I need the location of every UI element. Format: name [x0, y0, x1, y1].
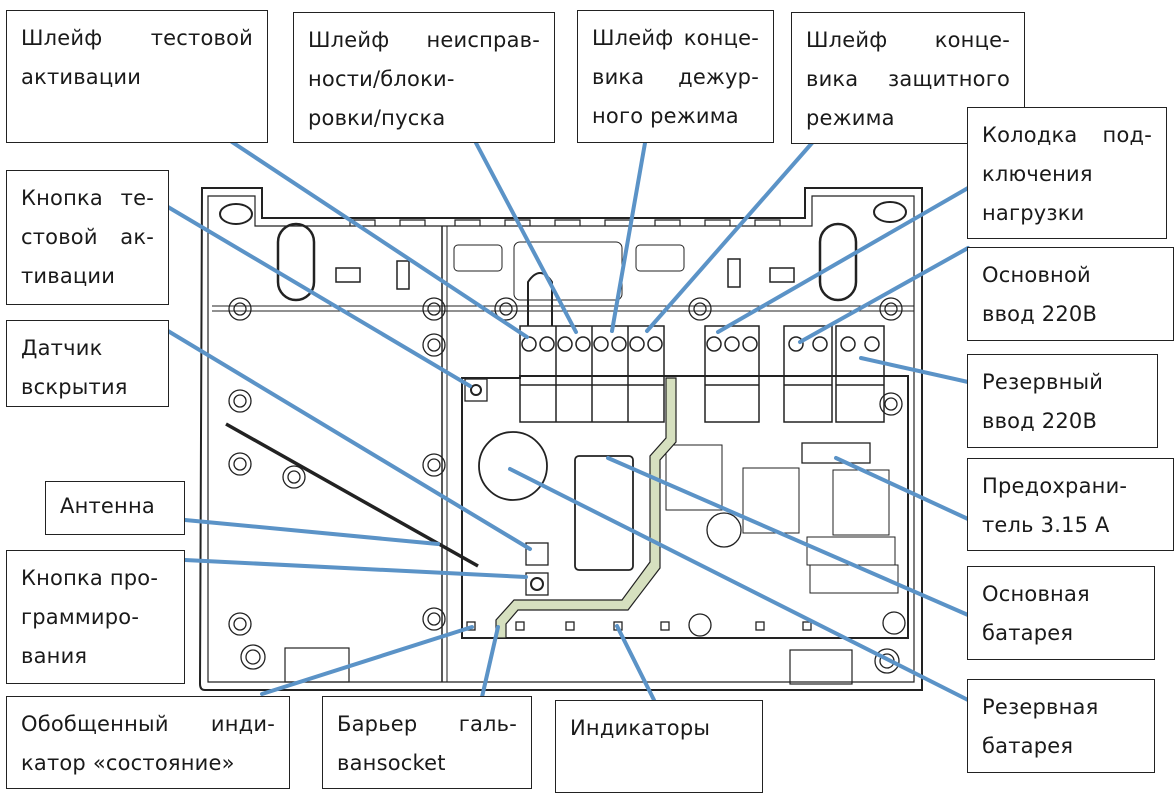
callout-line: Кнопка про- — [21, 566, 159, 590]
circuit-board — [461, 375, 909, 639]
callout-line: ванsocket — [337, 751, 446, 775]
callout-line: вика защитного — [806, 67, 1010, 91]
galvanic-barrier-band — [495, 377, 677, 639]
callout-line: ключения — [982, 162, 1093, 186]
callout-load-terminal-block: Колодка под- ключения нагрузки — [967, 107, 1167, 239]
callout-line: режима — [806, 106, 895, 130]
callout-line: ровки/пуска — [308, 106, 446, 130]
slot-right — [873, 201, 907, 223]
pointer-indicators — [615, 624, 656, 702]
callout-line: Шлейф конце- — [806, 28, 1010, 52]
callout-line: вика дежур- — [592, 65, 759, 89]
callout-line: Колодка под- — [982, 123, 1152, 147]
callout-line: Шлейф конце- — [592, 26, 759, 50]
callout-line: Резервный — [982, 370, 1104, 394]
callout-line: вания — [21, 644, 88, 668]
callout-line: Барьер галь- — [337, 712, 517, 736]
backup-battery-cell — [478, 431, 548, 501]
callout-line: активации — [21, 65, 142, 89]
callout-test-activation-button: Кнопка те- стовой ак- тивации — [6, 170, 169, 305]
callout-line: Антенна — [60, 494, 155, 518]
enclosure-outline — [198, 187, 923, 691]
keyhole-right — [818, 222, 858, 302]
callout-indicators: Индикаторы — [555, 700, 763, 793]
callout-line: ввод 220В — [982, 409, 1098, 433]
enclosure-inner-outline — [207, 195, 915, 683]
load-terminal-block-shape — [704, 325, 760, 423]
callout-line: тель 3.15 А — [982, 513, 1110, 537]
pointer-main-input-220v — [798, 246, 970, 344]
main-battery-holder — [574, 455, 634, 571]
callout-line: Предохрани- — [982, 474, 1128, 498]
callout-fault-block-start-loop: Шлейф неисправ- ности/блоки- ровки/пуска — [293, 12, 555, 143]
callout-standby-limit-switch-loop: Шлейф конце- вика дежур- ного режима — [577, 10, 774, 143]
pointer-protective-limit-switch-loop — [645, 141, 814, 333]
callout-line: Кнопка те- — [21, 186, 154, 210]
pointer-backup-battery — [508, 467, 970, 702]
pointer-main-battery — [606, 456, 970, 617]
callout-line: Основной — [982, 263, 1091, 287]
callout-line: Индикаторы — [570, 716, 711, 740]
bottom-clip-right — [789, 649, 853, 685]
callout-line: ввод 220В — [982, 302, 1098, 326]
led-row — [466, 611, 906, 637]
callout-line: катор «состояние» — [21, 751, 235, 775]
callout-tamper-sensor: Датчик вскрытия — [6, 320, 169, 407]
callout-test-activation-loop: Шлейф тестовой активации — [6, 10, 268, 143]
pointer-status-indicator — [260, 625, 474, 696]
power-terminal-blocks — [783, 325, 885, 423]
callout-main-input-220v: Основной ввод 220В — [967, 247, 1174, 341]
callout-line: нагрузки — [982, 201, 1085, 225]
callout-line: Датчик — [21, 336, 103, 360]
callout-galvanic-isolation-barrier: Барьер галь- ванsocket — [322, 696, 532, 789]
pointer-backup-input-220v — [859, 356, 970, 384]
slot-left — [219, 203, 253, 225]
pointer-antenna — [183, 518, 440, 546]
callout-line: ности/блоки- — [308, 67, 455, 91]
tamper-button-shape — [525, 572, 549, 596]
pointer-fuse — [834, 456, 970, 521]
callout-programming-button: Кнопка про- граммиро- вания — [6, 550, 185, 684]
callout-antenna: Антенна — [45, 481, 185, 535]
callout-backup-battery: Резервная батарея — [967, 679, 1155, 773]
loop-terminal-blocks — [519, 325, 665, 423]
callout-main-battery: Основная батарея — [967, 566, 1155, 660]
fuse-holder — [801, 442, 871, 464]
callout-line: Шлейф тестовой — [21, 26, 253, 50]
callout-line: Резервная — [982, 695, 1099, 719]
pointer-test-activation-loop — [230, 140, 529, 339]
callout-line: Обобщенный инди- — [21, 712, 275, 736]
keyhole-left — [276, 222, 316, 302]
callout-line: граммиро- — [21, 605, 140, 629]
callout-line: батарея — [982, 621, 1074, 645]
tamper-wire — [527, 272, 553, 326]
callout-status-indicator: Обобщенный инди- катор «состояние» — [6, 696, 290, 789]
program-button-shape — [525, 542, 549, 566]
test-button-shape — [464, 378, 488, 402]
callout-line: тивации — [21, 264, 116, 288]
callout-backup-input-220v: Резервный ввод 220В — [967, 354, 1158, 448]
pointer-fault-block-start-loop — [474, 141, 578, 334]
pointer-load-terminal-block — [716, 186, 970, 334]
callout-line: вскрытия — [21, 375, 128, 399]
top-notches — [349, 219, 781, 226]
callout-line: Шлейф неисправ- — [308, 28, 540, 52]
pointer-standby-limit-switch-loop — [610, 141, 647, 333]
pointer-programming-button — [183, 558, 528, 579]
screw-bosses — [228, 297, 903, 674]
pointer-galvanic-isolation-barrier — [480, 625, 500, 699]
callout-line: батарея — [982, 734, 1074, 758]
callout-line: ного режима — [592, 104, 739, 128]
callout-fuse: Предохрани- тель 3.15 А — [967, 458, 1174, 551]
callout-line: Основная — [982, 582, 1090, 606]
pointer-test-activation-button — [166, 205, 472, 388]
callout-line: стовой ак- — [21, 225, 154, 249]
pointer-tamper-sensor — [166, 329, 532, 551]
